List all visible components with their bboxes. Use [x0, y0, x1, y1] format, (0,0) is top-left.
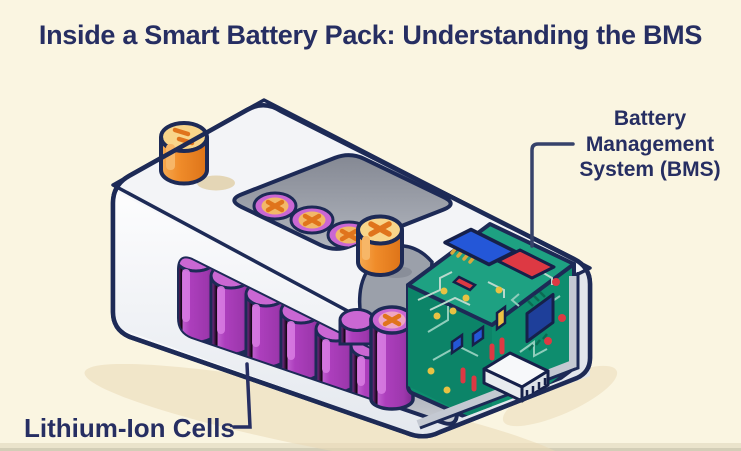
solder-dots-top — [433, 286, 503, 320]
page-title: Inside a Smart Battery Pack: Understandi… — [38, 20, 703, 50]
circuit-traces-top — [417, 270, 553, 311]
red-component — [451, 275, 478, 292]
cell-top — [252, 191, 298, 221]
blue-pad — [471, 324, 485, 348]
lithium-cell — [338, 308, 376, 346]
cells-leader-line — [232, 362, 252, 429]
bms-leader-line — [530, 142, 575, 248]
red-chip — [496, 248, 556, 280]
label-bms: Battery Management System (BMS) — [579, 107, 721, 182]
lithium-cell-front — [369, 305, 415, 411]
ground-shadow — [84, 363, 618, 451]
red-bars — [460, 337, 505, 392]
case-rim — [416, 272, 580, 430]
blue-pad — [450, 332, 464, 356]
qfp-chip — [525, 291, 555, 351]
terminal-post-x — [356, 214, 404, 277]
yellow-capacitor — [495, 304, 507, 332]
label-cells: Lithium-Ion Cells — [24, 413, 235, 443]
blue-chip — [443, 227, 517, 267]
cell-top — [289, 205, 335, 235]
